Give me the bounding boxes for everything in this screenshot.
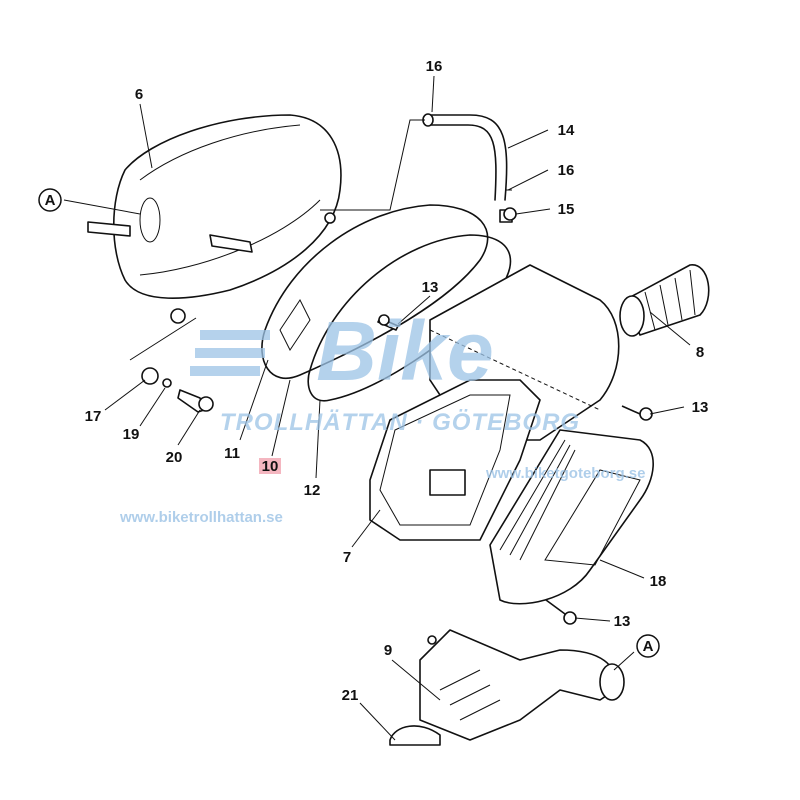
callout-13-a: 13 (422, 279, 439, 296)
part-18-cover (489, 429, 654, 605)
part-6-cover (87, 114, 342, 324)
callout-10-highlight (259, 458, 281, 474)
callouts: 6 A 16 14 16 15 13 8 17 19 20 11 10 12 1… (38, 58, 709, 704)
callout-12: 12 (304, 482, 321, 499)
callout-6: 6 (135, 86, 143, 103)
callout-10: 10 (262, 458, 279, 475)
watermark-url-left: www.biketrollhattan.se (119, 509, 283, 526)
part-9-intake-duct (389, 629, 625, 746)
callout-13-b: 13 (692, 399, 709, 416)
leader-lines (63, 75, 691, 741)
watermark-brand: Bike (316, 304, 493, 398)
callout-20: 20 (166, 449, 183, 466)
callout-18: 18 (650, 573, 667, 590)
callout-11: 11 (224, 445, 240, 462)
callout-8: 8 (696, 344, 704, 361)
reference-circle-a-2 (636, 634, 660, 658)
callout-7: 7 (343, 549, 351, 566)
watermark-tagline: TROLLHÄTTAN · GÖTEBORG (220, 409, 580, 436)
callout-a-2: A (643, 638, 654, 655)
callout-17: 17 (85, 408, 102, 425)
part-7-case (369, 264, 620, 541)
callout-9: 9 (384, 642, 392, 659)
watermark: Bike TROLLHÄTTAN · GÖTEBORG www.biketrol… (119, 304, 645, 526)
callout-16-b: 16 (558, 162, 575, 179)
callout-19: 19 (123, 426, 140, 443)
watermark-url-right: www.biketgoteborg.se (485, 465, 645, 482)
part-8-filter (619, 264, 710, 337)
reference-circle-a (38, 188, 62, 212)
callout-14: 14 (558, 122, 575, 139)
callout-a-1: A (45, 192, 56, 209)
callout-13-c: 13 (614, 613, 631, 630)
hardware (141, 207, 653, 625)
callout-15: 15 (558, 201, 575, 218)
callout-21: 21 (342, 687, 359, 704)
callout-16-a: 16 (426, 58, 443, 75)
